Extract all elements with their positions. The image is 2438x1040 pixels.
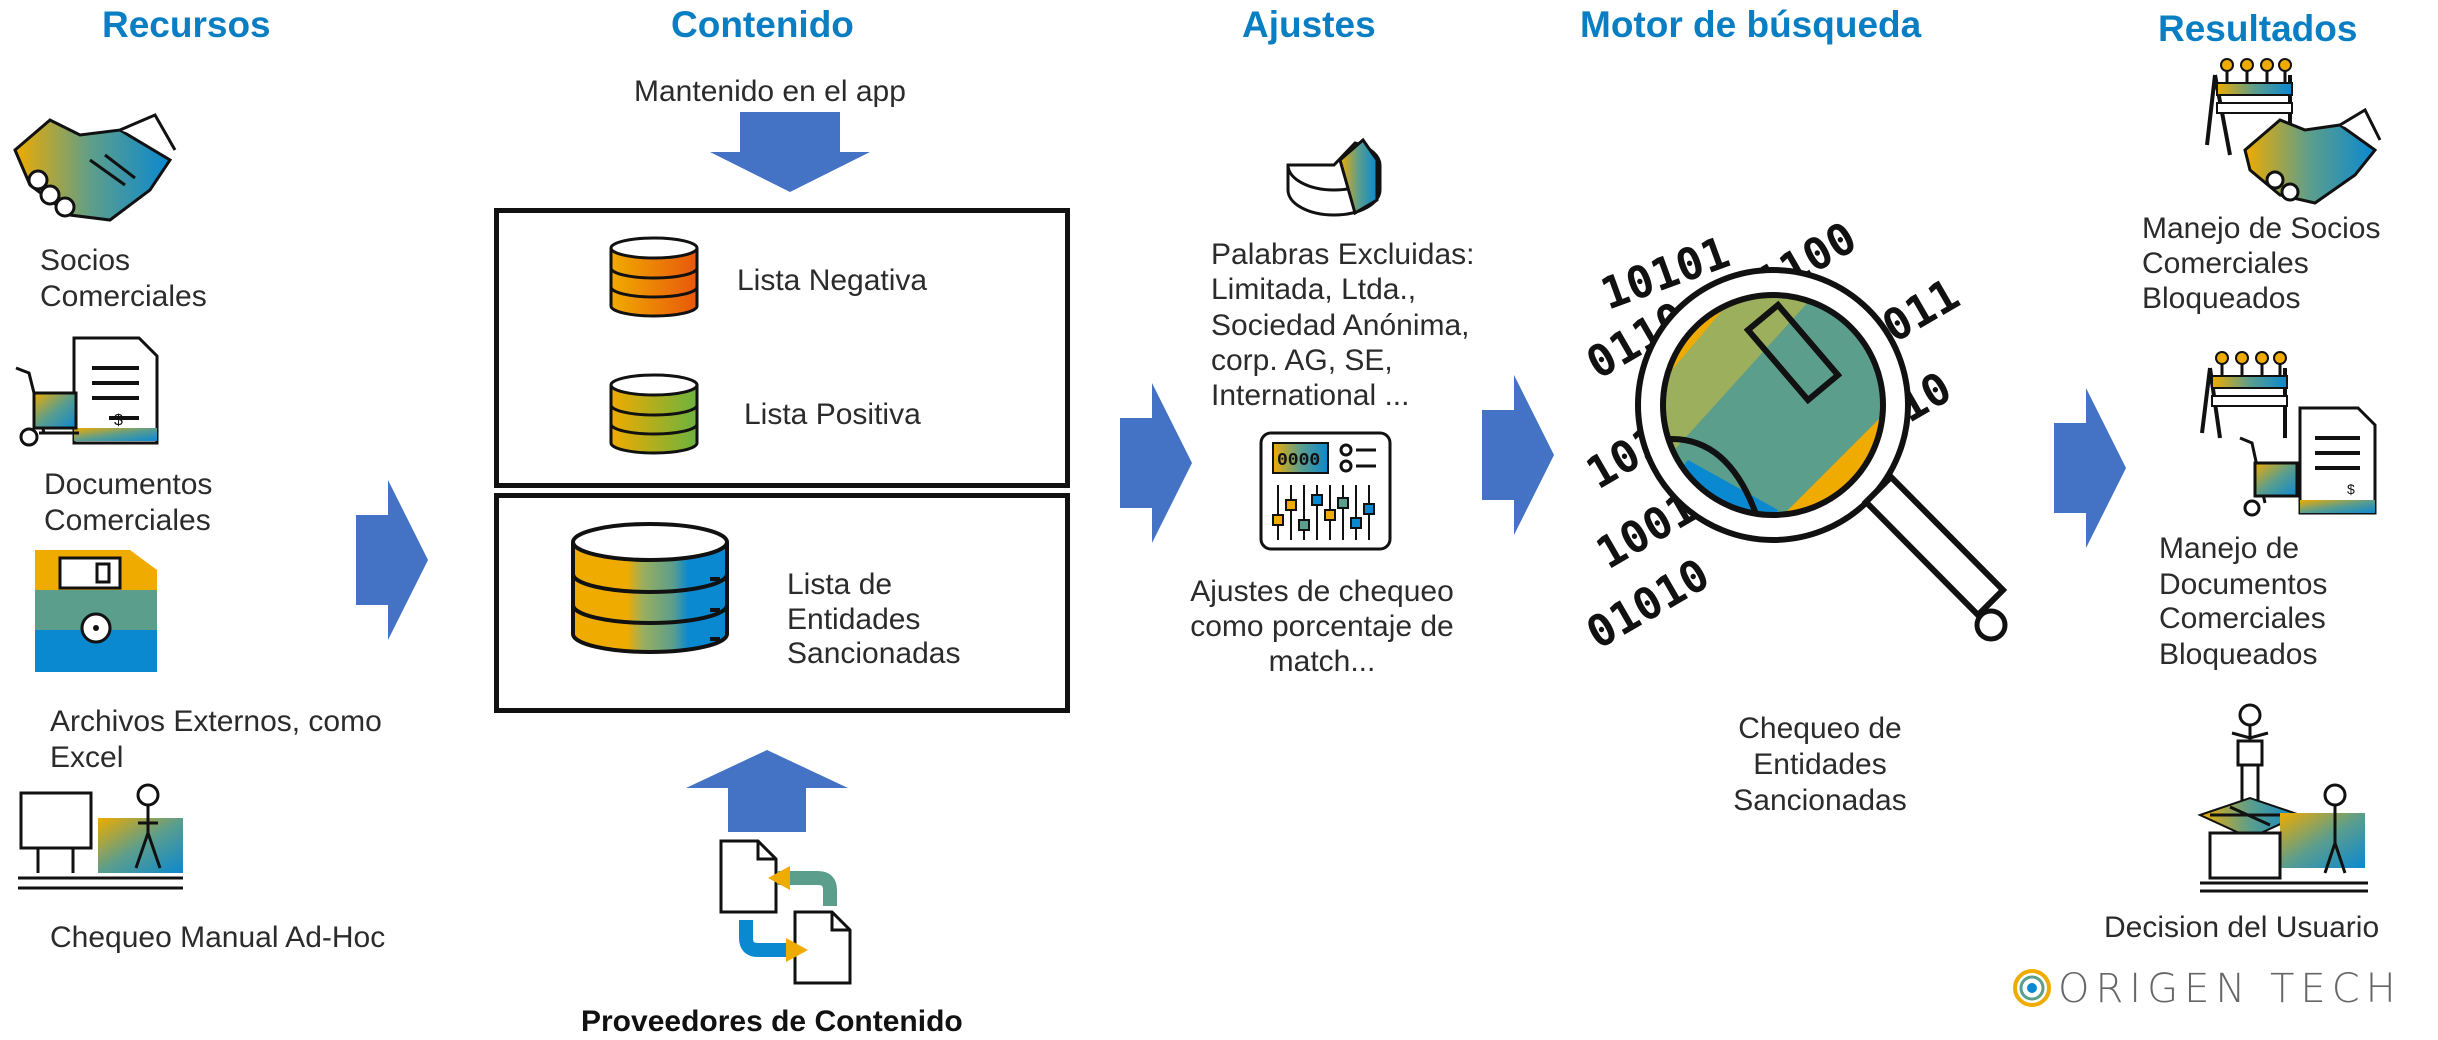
content-lists-box [494,208,1070,488]
arrow-right-icon [356,480,428,640]
resultados-documentos-line3: Comerciales [2159,602,2326,635]
magnifier-binary-icon: 10101 1100 01011 0110 0110 101 1001 0101… [1578,212,2008,660]
floppy-disk-icon [35,550,157,672]
contenido-lista-negativa: Lista Negativa [737,264,928,297]
blocked-handshake-icon [2205,58,2382,205]
heading-contenido: Contenido [671,4,854,45]
heading-recursos: Recursos [102,4,271,45]
svg-text:$: $ [114,412,123,429]
ajustes-palabras-line1: Palabras Excluidas: [1211,238,1475,271]
contenido-sancionadas-line3: Sancionadas [787,637,961,670]
recursos-socios-line1: Socios [40,244,131,277]
ajustes-chequeo-line3: match... [1268,645,1376,678]
recursos-documentos-line1: Documentos [44,468,213,501]
contenido-lista-positiva: Lista Positiva [744,398,921,431]
recursos-documentos-line2: Comerciales [44,504,211,537]
user-decision-icon [2197,703,2368,893]
contenido-sancionadas-line2: Entidades [787,603,921,636]
desk-user-icon [18,783,183,890]
arrow-up-icon [686,750,848,832]
svg-text:$: $ [2347,481,2355,497]
ajustes-chequeo-line2: como porcentaje de [1190,610,1454,643]
arrow-down-icon [710,112,870,192]
logo-icon [2013,969,2051,1007]
sliders-icon: 0000 [1259,431,1392,551]
heading-motor: Motor de búsqueda [1580,4,1922,45]
sanctioned-list-box [494,493,1070,713]
resultados-socios-line2: Comerciales [2142,247,2309,280]
ajustes-palabras-line5: International ... [1211,379,1410,412]
database-negative-icon [609,236,699,318]
motor-chequeo-line2: Entidades [1753,748,1887,781]
arrow-right-icon [2054,388,2126,548]
handshake-icon [13,113,177,222]
svg-text:0000: 0000 [1277,451,1320,471]
blocked-document-icon: $ [2200,351,2377,517]
resultados-documentos-line1: Manejo de [2159,532,2300,565]
heading-ajustes: Ajustes [1242,4,1376,45]
pie-chart-icon [1286,137,1382,217]
motor-chequeo-line1: Chequeo de [1738,712,1902,745]
resultados-decision: Decision del Usuario [2104,911,2380,944]
database-sanctioned-icon [571,522,729,654]
arrow-right-icon [1120,383,1192,543]
svg-text:01010: 01010 [1578,549,1718,659]
resultados-documentos-line4: Bloqueados [2159,638,2318,671]
ajustes-palabras-line3: Sociedad Anónima, [1211,309,1470,342]
database-positive-icon [609,373,699,455]
ajustes-chequeo-line1: Ajustes de chequeo [1190,575,1454,608]
contenido-mantenido: Mantenido en el app [634,75,906,108]
recursos-archivos-line2: Excel [50,741,124,774]
cart-document-icon: $ [15,336,159,447]
motor-chequeo-line3: Sancionadas [1733,784,1907,817]
resultados-documentos-line2: Documentos [2159,568,2328,601]
heading-resultados: Resultados [2158,8,2358,49]
recursos-socios-line2: Comerciales [40,280,207,313]
contenido-sancionadas-line1: Lista de [787,568,893,601]
recursos-manual: Chequeo Manual Ad-Hoc [50,921,386,954]
arrow-right-icon [1482,375,1554,535]
resultados-socios-line1: Manejo de Socios [2142,212,2381,245]
contenido-proveedores: Proveedores de Contenido [581,1005,963,1038]
exchange-documents-icon [719,839,852,985]
ajustes-palabras-line2: Limitada, Ltda., [1211,273,1417,306]
ajustes-palabras-line4: corp. AG, SE, [1211,344,1393,377]
resultados-socios-line3: Bloqueados [2142,282,2301,315]
logo-text: ORIGEN TECH [2058,966,2402,1012]
recursos-archivos-line1: Archivos Externos, como [50,705,382,738]
